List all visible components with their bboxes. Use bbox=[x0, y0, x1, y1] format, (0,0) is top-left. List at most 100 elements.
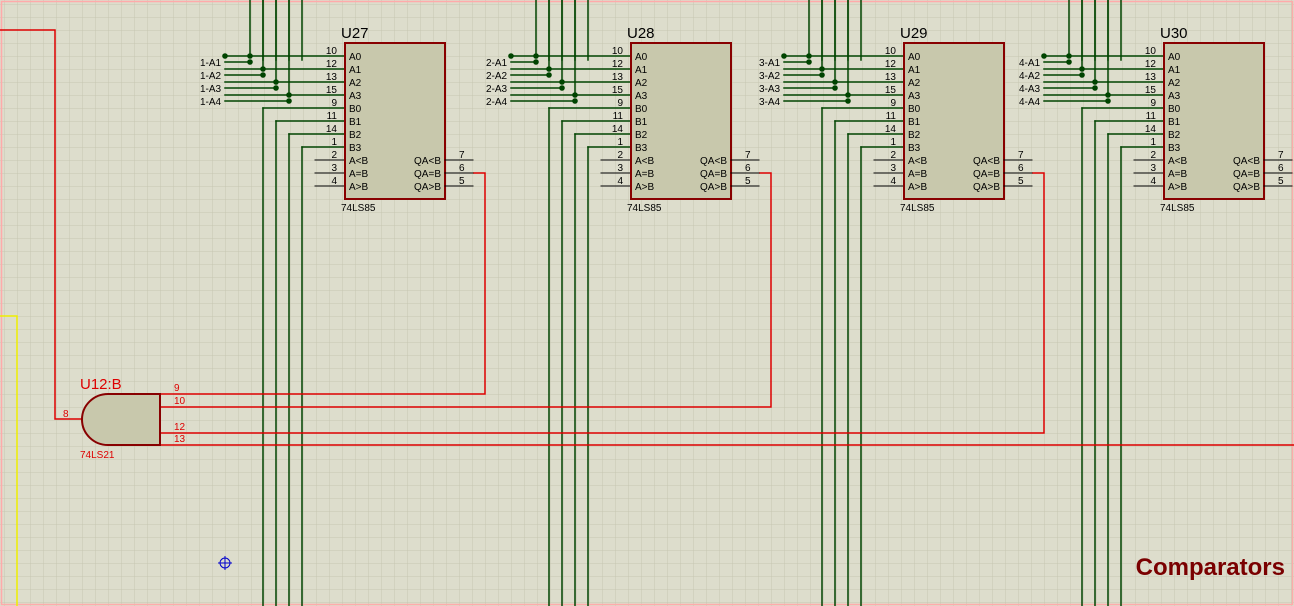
net-label: 3-A3 bbox=[759, 84, 781, 95]
pin-number: 4 bbox=[331, 176, 337, 187]
chips-layer: 1-A1 1-A2 1-A3 1-A4 10A0 12A1 13A2 15A3 9B0 1 1 B1 1… bbox=[200, 25, 1293, 214]
pin-number: 15 bbox=[612, 85, 624, 96]
chip-body bbox=[1163, 42, 1265, 200]
junction-dot bbox=[845, 92, 851, 98]
chip-ref: U28 bbox=[627, 25, 655, 42]
pin-label: QA<B bbox=[414, 156, 441, 167]
pin-label: A3 bbox=[635, 91, 648, 102]
junction-dot bbox=[806, 59, 812, 65]
red-net bbox=[160, 172, 772, 408]
net-label: 2-A3 bbox=[486, 84, 508, 95]
pin-label: A>B bbox=[635, 182, 655, 193]
junction-dot bbox=[533, 53, 539, 59]
junction-dot bbox=[559, 79, 565, 85]
sheet-title: Comparators bbox=[1136, 554, 1285, 581]
gate-part: 74LS21 bbox=[80, 450, 115, 461]
pin-label: A=B bbox=[908, 169, 928, 180]
junction-dot bbox=[1066, 59, 1072, 65]
pin-number: 7 bbox=[745, 150, 751, 161]
comparator-chip-u29: 3-A13-A23-A33-A410A012A113A215A39B011B11… bbox=[759, 25, 1033, 214]
pin-label: B0 bbox=[1168, 104, 1181, 115]
pin-label: B0 bbox=[349, 104, 362, 115]
pin-number: 15 bbox=[885, 85, 897, 96]
junction-dot bbox=[260, 72, 266, 78]
gate-ref: U12:B bbox=[80, 376, 122, 393]
junction-dot bbox=[845, 98, 851, 104]
pin-label: QA=B bbox=[973, 169, 1000, 180]
pin-number: 3 bbox=[331, 163, 337, 174]
junction-dot bbox=[1041, 53, 1047, 59]
net-label: 4-A1 bbox=[1019, 58, 1041, 69]
pin-number: 13 bbox=[885, 72, 897, 83]
pin-number: 14 bbox=[326, 124, 338, 135]
junction-dot bbox=[1079, 66, 1085, 72]
chip-part: 74LS85 bbox=[900, 203, 935, 214]
pin-label: A2 bbox=[1168, 78, 1181, 89]
pin-label: A>B bbox=[1168, 182, 1188, 193]
pin-label: QA=B bbox=[1233, 169, 1260, 180]
chip-ref: U30 bbox=[1160, 25, 1188, 42]
pin-label: A1 bbox=[908, 65, 921, 76]
junction-dot bbox=[781, 53, 787, 59]
pin-number: 7 bbox=[1018, 150, 1024, 161]
net-label: 1-A2 bbox=[200, 71, 222, 82]
junction-dot bbox=[572, 92, 578, 98]
pin-label: A>B bbox=[349, 182, 369, 193]
net-label: 4-A4 bbox=[1019, 97, 1041, 108]
net-label: 1-A4 bbox=[200, 97, 222, 108]
pin-number: 13 bbox=[1145, 72, 1157, 83]
pin-label: B2 bbox=[635, 130, 648, 141]
junction-dot bbox=[1092, 79, 1098, 85]
pin-number: 4 bbox=[617, 176, 623, 187]
red-net bbox=[160, 172, 486, 395]
pin-number: 9 bbox=[331, 98, 337, 109]
junction-dot bbox=[286, 98, 292, 104]
pin-number: 15 bbox=[326, 85, 338, 96]
pin-number: 7 bbox=[1278, 150, 1284, 161]
pin-number: 3 bbox=[617, 163, 623, 174]
pin-label: A=B bbox=[1168, 169, 1188, 180]
pin-number: 9 bbox=[617, 98, 623, 109]
pin-number: 5 bbox=[745, 176, 751, 187]
pin-number: 14 bbox=[885, 124, 897, 135]
pin-label: A3 bbox=[908, 91, 921, 102]
pin-label: A0 bbox=[1168, 52, 1181, 63]
pin-number: 5 bbox=[1018, 176, 1024, 187]
junction-dot bbox=[273, 85, 279, 91]
pin-number: 1 bbox=[890, 137, 896, 148]
pin-number: 6 bbox=[1018, 163, 1024, 174]
chip-part: 74LS85 bbox=[1160, 203, 1195, 214]
pin-number: 1 bbox=[1150, 137, 1156, 148]
pin-label: B1 bbox=[349, 117, 362, 128]
net-label: 1-A3 bbox=[200, 84, 222, 95]
net-label: 1-A1 bbox=[200, 58, 222, 69]
gate-pin-number: 9 bbox=[174, 383, 180, 394]
pin-number: 12 bbox=[326, 59, 338, 70]
pin-label: B1 bbox=[1168, 117, 1181, 128]
pin-number: 2 bbox=[1150, 150, 1156, 161]
pin-label: A<B bbox=[908, 156, 928, 167]
pin-number: 10 bbox=[1145, 46, 1157, 57]
pin-label: A1 bbox=[1168, 65, 1181, 76]
pin-number: 2 bbox=[617, 150, 623, 161]
gate-pin-number: 10 bbox=[174, 396, 186, 407]
pin-label: A2 bbox=[349, 78, 362, 89]
chip-ref: U27 bbox=[341, 25, 369, 42]
pin-label: QA<B bbox=[973, 156, 1000, 167]
junction-dot bbox=[546, 72, 552, 78]
junction-dot bbox=[260, 66, 266, 72]
pin-number: 4 bbox=[1150, 176, 1156, 187]
chip-body bbox=[903, 42, 1005, 200]
pin-number: 3 bbox=[1150, 163, 1156, 174]
pin-label: QA<B bbox=[1233, 156, 1260, 167]
pin-label: B2 bbox=[349, 130, 362, 141]
net-label: 3-A2 bbox=[759, 71, 781, 82]
junction-dot bbox=[1105, 98, 1111, 104]
net-label: 3-A1 bbox=[759, 58, 781, 69]
net-label: 2-A4 bbox=[486, 97, 508, 108]
pin-number: 6 bbox=[459, 163, 465, 174]
junction-dot bbox=[247, 59, 253, 65]
